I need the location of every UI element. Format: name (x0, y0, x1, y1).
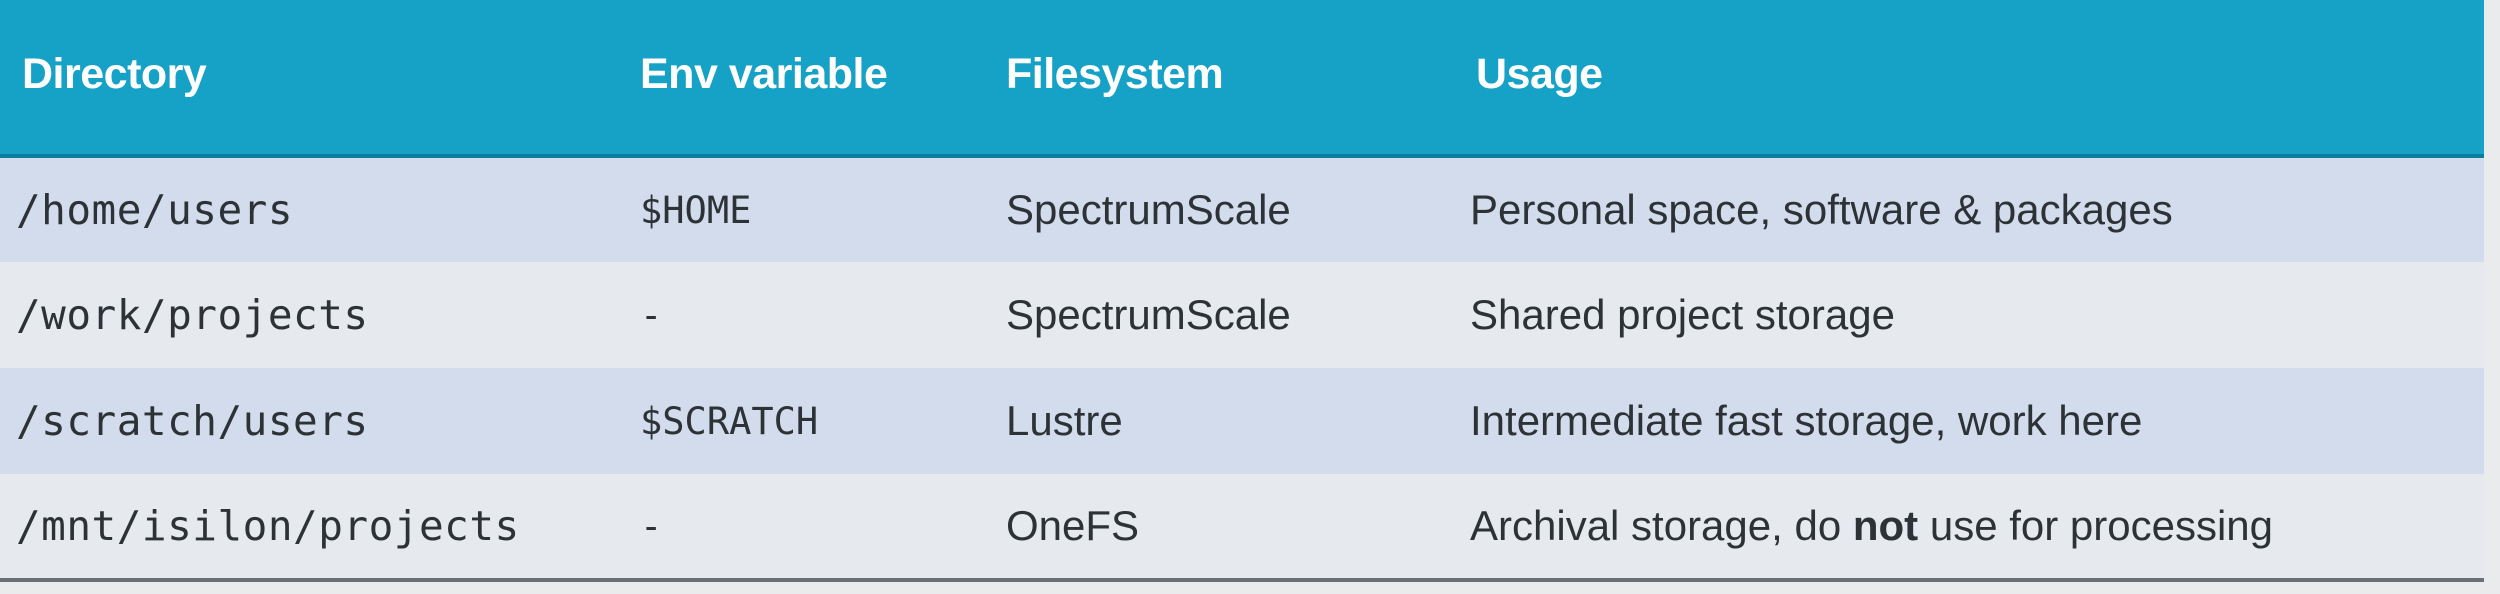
table-row: /work/projects - SpectrumScale Shared pr… (0, 262, 2484, 368)
env-variable-cell: - (640, 504, 663, 548)
usage-text: Shared project storage (1470, 291, 1895, 338)
directory-cell: /work/projects (16, 291, 369, 339)
filesystem-cell: SpectrumScale (1006, 186, 1291, 233)
env-variable-cell: - (640, 293, 663, 337)
usage-cell: Personal space, software & packages (1464, 156, 2484, 262)
env-variable-cell: $SCRATCH (640, 399, 819, 443)
header-directory: Directory (0, 0, 628, 158)
filesystem-cell: OneFS (1006, 502, 1140, 549)
usage-cell: Archival storage, do not use for process… (1464, 474, 2484, 580)
usage-text: Archival storage, do (1470, 502, 1853, 549)
header-usage: Usage (1464, 0, 2484, 158)
directory-cell: /scratch/users (16, 397, 369, 445)
directory-cell: /home/users (16, 186, 294, 234)
usage-text: Intermediate fast storage, work here (1470, 397, 2143, 444)
table-body: /home/users $HOME SpectrumScale Personal… (0, 156, 2484, 580)
table-row: /mnt/isilon/projects - OneFS Archival st… (0, 474, 2484, 580)
table-row: /scratch/users $SCRATCH Lustre Intermedi… (0, 368, 2484, 474)
usage-text: Personal space, software & packages (1470, 186, 2173, 233)
usage-cell: Shared project storage (1464, 262, 2484, 368)
directory-table: Directory Env variable Filesystem Usage … (0, 0, 2484, 580)
filesystem-cell: Lustre (1006, 397, 1123, 444)
header-env-variable: Env variable (628, 0, 998, 158)
env-variable-cell: $HOME (640, 188, 752, 232)
header-filesystem: Filesystem (998, 0, 1464, 158)
header-row: Directory Env variable Filesystem Usage (0, 0, 2484, 158)
directory-cell: /mnt/isilon/projects (16, 502, 520, 550)
table-row: /home/users $HOME SpectrumScale Personal… (0, 156, 2484, 262)
filesystem-cell: SpectrumScale (1006, 291, 1291, 338)
usage-emphasis: not (1852, 502, 1919, 549)
usage-text-after: use for processing (1918, 502, 2274, 549)
usage-cell: Intermediate fast storage, work here (1464, 368, 2484, 474)
table-header: Directory Env variable Filesystem Usage (0, 0, 2484, 158)
